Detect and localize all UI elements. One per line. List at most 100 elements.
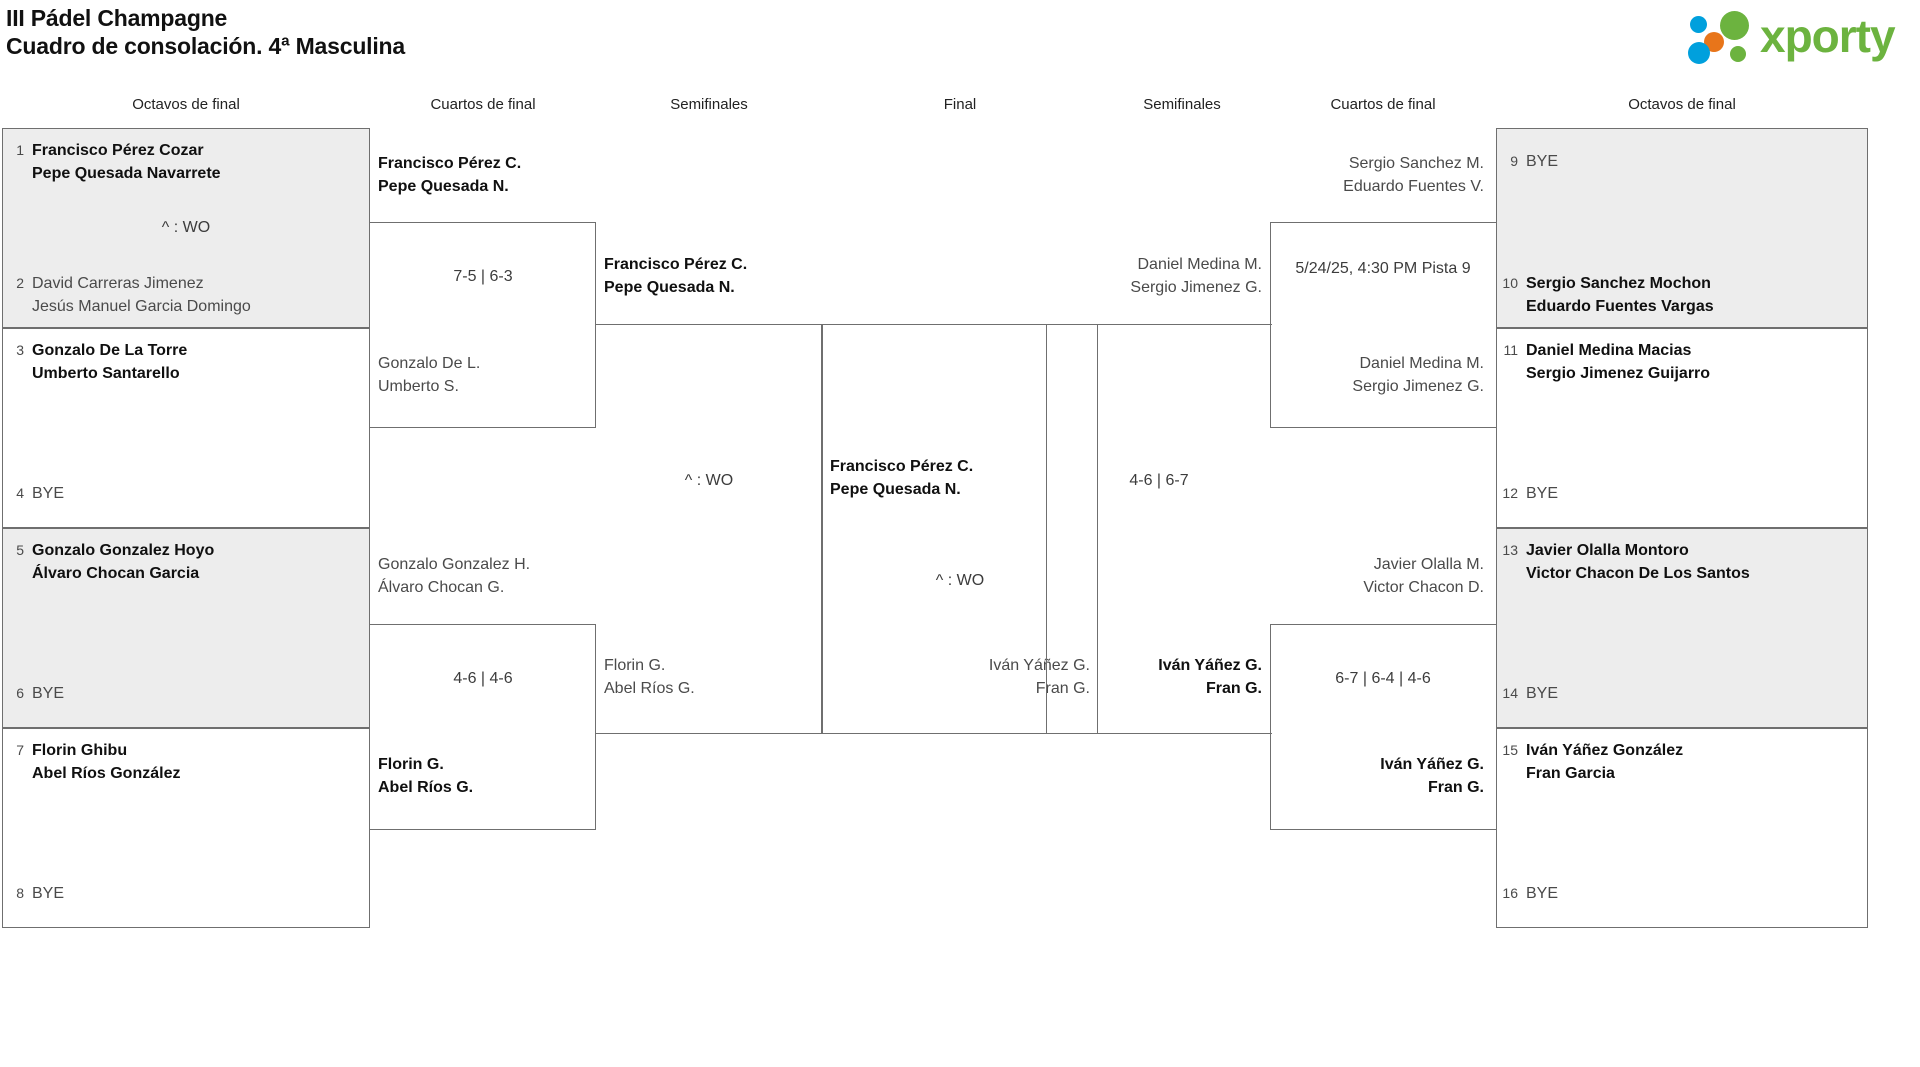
round-header-octavos-left: Octavos de final xyxy=(132,96,240,113)
qf-right-2-bottom-team: Iván Yáñez G. Fran G. xyxy=(1380,756,1484,796)
seed-slot-16[interactable]: 16 BYE xyxy=(1500,882,1864,905)
seed-names: BYE xyxy=(1526,685,1559,702)
seed-box-11-12[interactable] xyxy=(1496,328,1868,528)
qf-left-2-box[interactable] xyxy=(370,624,596,830)
seed-slot-4[interactable]: 4 BYE xyxy=(6,482,366,505)
seed-slot-14[interactable]: 14 BYE xyxy=(1500,682,1864,705)
seed-number: 7 xyxy=(16,742,24,758)
logo-dot-blue-bottom xyxy=(1688,42,1710,64)
seed-number: 9 xyxy=(1510,153,1518,169)
qf-left-2-top-team: Gonzalo Gonzalez H. Álvaro Chocan G. xyxy=(378,556,531,596)
page-title: III Pádel Champagne Cuadro de consolació… xyxy=(6,4,405,60)
qf-left-1-top-team: Francisco Pérez C. Pepe Quesada N. xyxy=(378,155,522,195)
seed-box-3-4[interactable] xyxy=(2,328,370,528)
seed-number: 10 xyxy=(1502,275,1518,291)
seed-box-13-14[interactable] xyxy=(1496,528,1868,728)
final-top-team: Francisco Pérez C. Pepe Quesada N. xyxy=(830,458,974,498)
qf-right-2-box[interactable] xyxy=(1270,624,1496,830)
seed-names: BYE xyxy=(1526,885,1559,902)
qf-left-2-bottom-team: Florin G. Abel Ríos G. xyxy=(378,756,474,796)
seed-names: BYE xyxy=(32,485,65,502)
seed-number: 13 xyxy=(1502,542,1518,558)
qf-right-1-box[interactable] xyxy=(1270,222,1496,428)
seed-slot-12[interactable]: 12 BYE xyxy=(1500,482,1864,505)
qf-right-2-top-team: Javier Olalla M. Victor Chacon D. xyxy=(1363,556,1484,596)
qf-left-1-score: 7-5 | 6-3 xyxy=(453,268,513,285)
qf-right-2-score: 6-7 | 6-4 | 4-6 xyxy=(1335,670,1431,687)
qf-left-1-bottom-team: Gonzalo De L. Umberto S. xyxy=(378,355,481,395)
seed-box-1-2[interactable] xyxy=(2,128,370,328)
qf-right-1-bottom-team: Daniel Medina M. Sergio Jimenez G. xyxy=(1352,355,1484,395)
logo-dot-blue-top xyxy=(1690,16,1707,33)
final-bottom-team: Iván Yáñez G. Fran G. xyxy=(988,657,1090,697)
seed-slot-8[interactable]: 8 BYE xyxy=(6,882,366,905)
qf-left-1-box[interactable] xyxy=(370,222,596,428)
sf-right-score: 4-6 | 6-7 xyxy=(1129,472,1189,489)
seed-number: 15 xyxy=(1502,742,1518,758)
seed-box-15-16[interactable] xyxy=(1496,728,1868,928)
seed-number: 8 xyxy=(16,885,24,901)
seed-names: BYE xyxy=(32,685,65,702)
seed-box-5-6[interactable] xyxy=(2,528,370,728)
qf-right-1-top-team: Sergio Sanchez M. Eduardo Fuentes V. xyxy=(1343,155,1484,195)
qf-left-2-score: 4-6 | 4-6 xyxy=(453,670,513,687)
logo-dot-orange xyxy=(1704,32,1724,52)
seed-number: 12 xyxy=(1502,485,1518,501)
seed-number: 11 xyxy=(1503,342,1518,358)
seed-box-9-10[interactable] xyxy=(1496,128,1868,328)
seed-number: 3 xyxy=(16,342,24,358)
logo-dot-green-small xyxy=(1730,46,1746,62)
qf-right-1-score: 5/24/25, 4:30 PM Pista 9 xyxy=(1295,260,1471,277)
seed-names: BYE xyxy=(32,885,65,902)
match-score-r1-1: ^ : WO xyxy=(161,219,211,236)
sf-right-bottom-team: Iván Yáñez G. Fran G. xyxy=(1158,657,1262,697)
seed-number: 2 xyxy=(16,275,24,291)
round-header-cuartos-left: Cuartos de final xyxy=(430,96,536,113)
final-box[interactable] xyxy=(822,324,1098,734)
seed-number: 16 xyxy=(1502,885,1518,901)
xporty-logo: xporty xyxy=(1682,8,1902,64)
sf-left-box[interactable] xyxy=(596,324,822,734)
round-header-semis-left: Semifinales xyxy=(670,96,748,113)
tournament-name: III Pádel Champagne xyxy=(6,5,228,31)
bracket-subtitle: Cuadro de consolación. 4ª Masculina xyxy=(6,33,405,59)
seed-names: BYE xyxy=(1526,153,1559,170)
sf-left-score: ^ : WO xyxy=(684,472,734,489)
seed-slot-9[interactable]: 9 BYE xyxy=(1500,150,1864,173)
seed-number: 6 xyxy=(16,685,24,701)
sf-left-top-team: Francisco Pérez C. Pepe Quesada N. xyxy=(604,256,748,296)
round-header-final: Final xyxy=(943,96,977,113)
round-header-cuartos-right: Cuartos de final xyxy=(1330,96,1436,113)
seed-slot-6[interactable]: 6 BYE xyxy=(6,682,366,705)
seed-number: 14 xyxy=(1502,685,1518,701)
sf-left-bottom-team: Florin G. Abel Ríos G. xyxy=(604,657,695,697)
sf-right-top-team: Daniel Medina M. Sergio Jimenez G. xyxy=(1130,256,1262,296)
round-header-octavos-right: Octavos de final xyxy=(1628,96,1736,113)
logo-wordmark: xporty xyxy=(1760,10,1896,62)
seed-number: 4 xyxy=(16,485,24,501)
seed-names: BYE xyxy=(1526,485,1559,502)
logo-dot-green-big xyxy=(1720,11,1749,40)
final-score: ^ : WO xyxy=(935,572,985,589)
sf-right-box[interactable] xyxy=(1046,324,1272,734)
seed-box-7-8[interactable] xyxy=(2,728,370,928)
seed-number: 5 xyxy=(16,542,24,558)
round-header-semis-right: Semifinales xyxy=(1143,96,1221,113)
